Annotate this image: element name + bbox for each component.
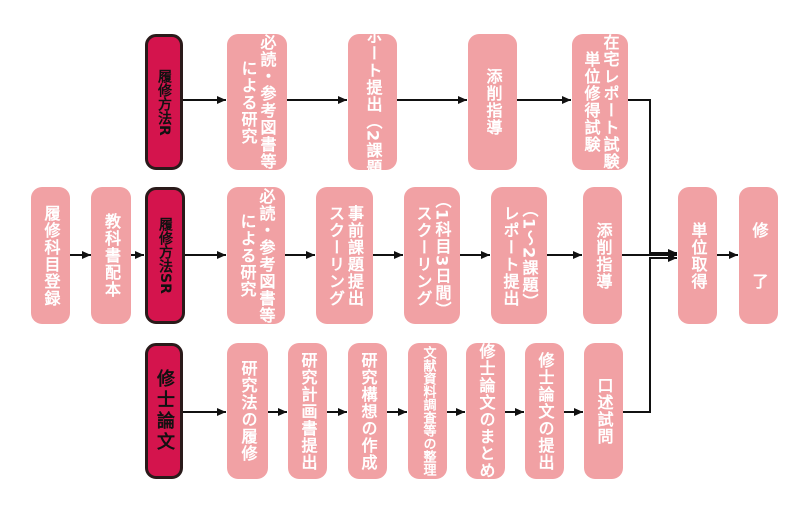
node-label: 研究計画書提出: [298, 351, 318, 471]
node-thesis-design: 研究構想の作成: [348, 343, 387, 479]
node-label-char: 修: [749, 221, 769, 239]
node-label-line: 単位修得試験: [581, 51, 601, 153]
node-r-credit-exam: （在宅レポート試験） 単位修得試験: [572, 34, 628, 170]
node-sr-pre-assignment: 事前課題提出 スクーリング: [316, 187, 373, 324]
node-label: レポート提出（2課題）: [363, 34, 383, 170]
node-sr-correction: 添削指導: [583, 187, 622, 324]
node-label: 研究法の履修: [238, 360, 258, 462]
node-label-line: 事前課題提出: [345, 204, 364, 307]
node-label: 添削指導: [593, 221, 613, 290]
node-label-line: による研究: [237, 213, 257, 298]
node-sr-report-submit: （1〜2課題） レポート提出: [491, 187, 547, 324]
node-label-line: 必読・参考図書等: [256, 187, 276, 324]
node-label: 文献資料調査等の整理: [420, 346, 436, 476]
node-label-line: （1科目3日間）: [432, 192, 452, 319]
node-thesis-oral-exam: 口述試問: [584, 343, 623, 479]
node-textbook-delivery: 教科書配本: [91, 187, 131, 324]
node-course-registration: 履修科目登録: [31, 187, 70, 324]
node-sr-schooling: （1科目3日間） スクーリング: [404, 187, 460, 324]
node-r-reading-study: 必読・参考図書等 による研究: [227, 34, 287, 170]
node-completion: 修 了: [739, 187, 778, 324]
method-label-text: 修士論文: [154, 369, 175, 453]
node-label: 修士論文の提出: [535, 351, 555, 471]
arrow: [628, 99, 677, 257]
node-label: 教科書配本: [102, 213, 121, 298]
node-label: 添削指導: [483, 68, 503, 136]
node-label-line: による研究: [238, 59, 258, 145]
method-label-sr: 履修方法SR: [145, 187, 185, 324]
node-r-report-submit: レポート提出（2課題）: [348, 34, 397, 170]
node-label-line: スクーリング: [326, 204, 345, 307]
node-thesis-plan: 研究計画書提出: [288, 343, 327, 479]
node-sr-reading-study: 必読・参考図書等 による研究: [227, 187, 285, 324]
node-r-correction: 添削指導: [468, 34, 517, 170]
method-label-text: 履修方法R: [156, 68, 172, 136]
node-label-line: （1〜2課題）: [519, 200, 539, 311]
node-credit-acquired: 単位取得: [678, 187, 717, 324]
node-label-line: スクーリング: [413, 204, 433, 307]
node-thesis-summary: 修士論文のまとめ: [466, 343, 505, 479]
node-label-line: 必読・参考図書等: [257, 34, 277, 170]
node-thesis-submit: 修士論文の提出: [525, 343, 564, 479]
node-thesis-method: 研究法の履修: [227, 343, 268, 479]
node-thesis-literature: 文献資料調査等の整理: [408, 343, 447, 479]
node-label-line: レポート提出: [500, 204, 520, 307]
node-label: 単位取得: [688, 221, 708, 290]
method-label-r: 履修方法R: [145, 34, 183, 170]
arrow: [623, 254, 677, 413]
node-label-line: （在宅レポート試験）: [600, 34, 620, 170]
node-label: 履修科目登録: [41, 204, 61, 307]
method-label-text: 履修方法SR: [157, 217, 173, 294]
node-label-char: 了: [749, 272, 769, 290]
node-label: 口述試問: [594, 377, 614, 445]
node-label: 修士論文のまとめ: [476, 343, 496, 479]
node-label: 研究構想の作成: [358, 351, 378, 471]
method-label-thesis: 修士論文: [145, 343, 183, 479]
